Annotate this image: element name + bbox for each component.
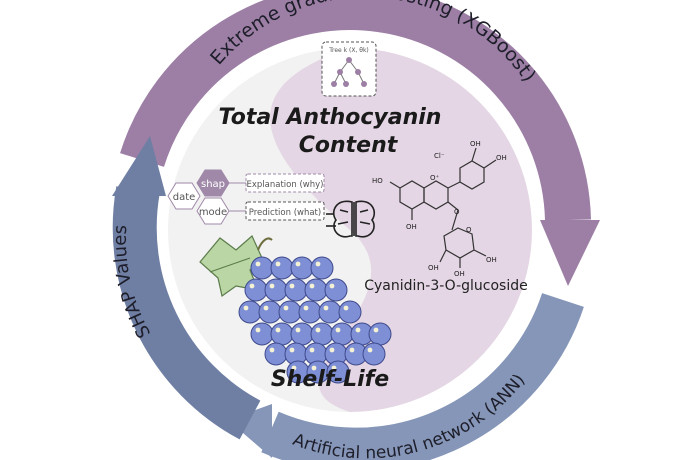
grape-highlight <box>315 327 321 333</box>
grape-highlight <box>275 327 281 333</box>
svg-text:Tree k (X, θk): Tree k (X, θk) <box>328 47 369 54</box>
grape-highlight <box>255 327 261 333</box>
grape-highlight <box>243 305 249 311</box>
grape-berry <box>258 300 282 324</box>
grape-highlight <box>329 283 335 289</box>
grape-berry <box>310 322 334 346</box>
shelf-life-label: Shelf-Life <box>271 367 389 392</box>
grape-berry <box>338 300 362 324</box>
grape-berry <box>284 278 308 302</box>
oh-label-2: OH <box>496 154 507 162</box>
prediction-label: Prediction (what) <box>249 208 321 218</box>
shap-arrowhead <box>112 136 166 196</box>
brain-icon <box>326 200 376 238</box>
grape-berry <box>362 342 386 366</box>
grape-berry <box>290 256 314 280</box>
xgboost-arc <box>120 0 600 286</box>
grape-highlight <box>315 261 321 267</box>
date-hexagon <box>167 182 201 210</box>
molecule-labels: HO O⁺ Cl⁻ OH OH OH O O OH OH OH <box>372 140 507 278</box>
grape-berry <box>278 300 302 324</box>
grape-highlight <box>335 327 341 333</box>
o-label-1: O <box>454 208 460 216</box>
inner-circle <box>168 48 532 412</box>
grape-highlight <box>329 347 335 353</box>
grape-leaf <box>199 235 263 298</box>
molecule-name: Cyanidin-3-O-glucoside <box>364 278 528 294</box>
grape-berry <box>310 256 334 280</box>
grape-highlight <box>331 365 337 371</box>
grape-berry <box>270 322 294 346</box>
grape-highlight <box>311 365 317 371</box>
grape-highlight <box>323 305 329 311</box>
grape-highlight <box>349 347 355 353</box>
grape-highlight <box>289 347 295 353</box>
chloride-label: Cl⁻ <box>434 152 445 160</box>
shap-arc <box>112 136 261 440</box>
o-label-2: O <box>466 226 472 234</box>
grape-highlight <box>373 327 379 333</box>
oh-label-3: OH <box>406 223 417 231</box>
grape-highlight <box>255 261 261 267</box>
oh-label-6: OH <box>454 270 465 278</box>
date-label: date <box>173 192 196 203</box>
grape-berry <box>270 256 294 280</box>
grape-highlight <box>249 283 255 289</box>
grape-berry <box>330 322 354 346</box>
model-label: mode <box>199 207 227 218</box>
grape-highlight <box>289 283 295 289</box>
grapes <box>238 256 392 384</box>
grape-highlight <box>303 305 309 311</box>
oh-label-4: OH <box>428 264 439 272</box>
grape-berry <box>298 300 322 324</box>
grape-berry <box>264 278 288 302</box>
title-line-2: Content <box>299 133 399 158</box>
grape-highlight <box>295 327 301 333</box>
grape-berry <box>244 278 268 302</box>
grape-highlight <box>355 327 361 333</box>
cyanidin-molecule <box>389 147 497 268</box>
shap-label: shap <box>201 179 225 190</box>
grape-highlight <box>263 305 269 311</box>
oh-label-1: OH <box>470 140 481 148</box>
title-line-1: Total Anthocyanin <box>219 105 442 130</box>
grape-berry <box>324 278 348 302</box>
grape-highlight <box>269 347 275 353</box>
grape-highlight <box>367 347 373 353</box>
grape-berry <box>304 278 328 302</box>
grape-berry <box>368 322 392 346</box>
ho-label: HO <box>372 177 383 185</box>
explanation-label: Explanation (why) <box>247 180 324 190</box>
lavender-yin-region <box>270 48 532 412</box>
grape-highlight <box>309 283 315 289</box>
grape-cluster-icon <box>199 235 392 384</box>
oh-label-5: OH <box>486 256 497 264</box>
o-plus-label: O⁺ <box>430 174 440 182</box>
grape-highlight <box>283 305 289 311</box>
grape-highlight <box>343 305 349 311</box>
xgboost-arrowhead <box>540 220 600 286</box>
grape-berry <box>318 300 342 324</box>
tree-icon: Tree k (X, θk) <box>321 41 377 97</box>
grape-berry <box>238 300 262 324</box>
grape-berry <box>250 322 274 346</box>
grape-highlight <box>309 347 315 353</box>
model-flow: date shap mode Explanation (why) Predict… <box>167 169 325 225</box>
grape-highlight <box>275 261 281 267</box>
grape-berry <box>264 342 288 366</box>
grape-highlight <box>269 283 275 289</box>
grape-berry <box>290 322 314 346</box>
grape-highlight <box>291 365 297 371</box>
grape-highlight <box>295 261 301 267</box>
grape-berry <box>250 256 274 280</box>
